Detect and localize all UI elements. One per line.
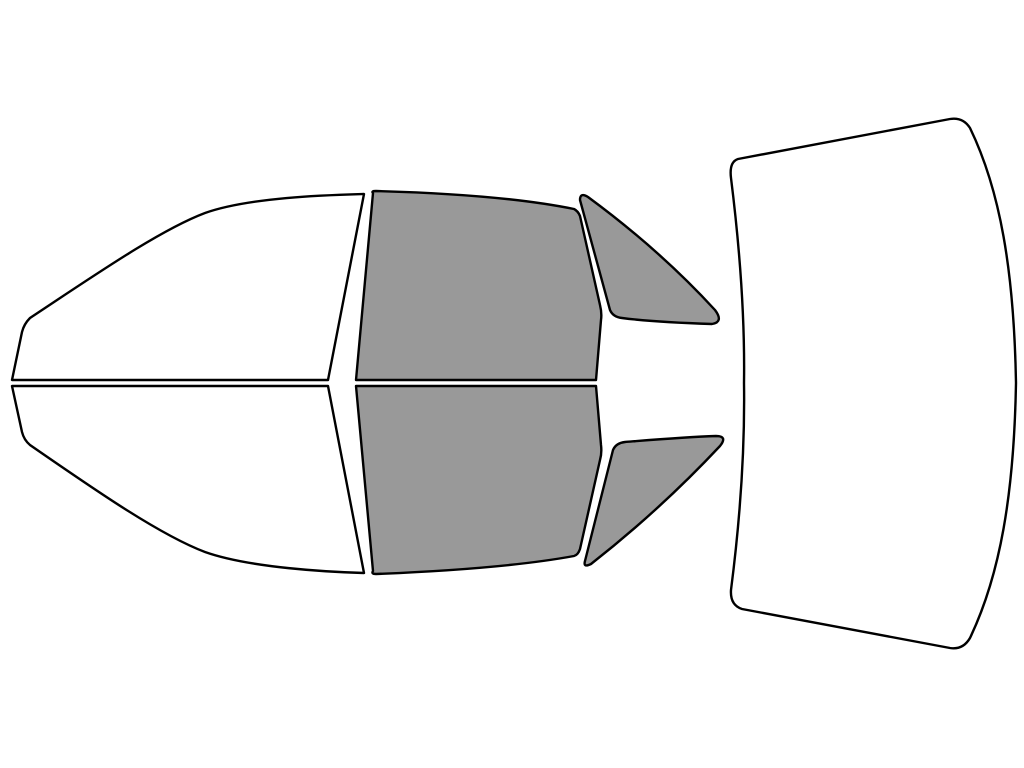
front-door-window-left[interactable] [354, 189, 603, 382]
quarter-window-left[interactable] [578, 193, 720, 326]
windshield-right-half[interactable] [10, 384, 366, 575]
front-door-window-right[interactable] [354, 384, 603, 576]
windshield-left-half[interactable] [10, 192, 366, 382]
quarter-window-right[interactable] [583, 434, 725, 567]
rear-window[interactable] [729, 117, 1018, 650]
